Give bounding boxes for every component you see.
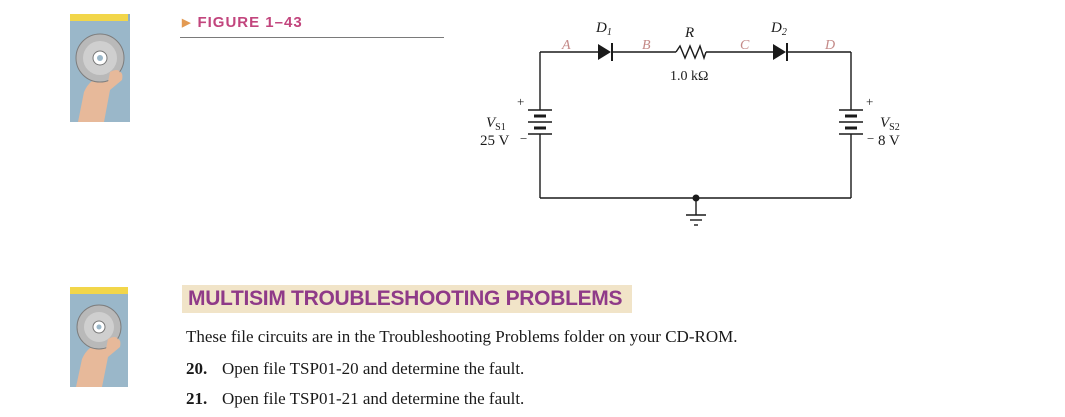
diode-d2 <box>773 43 788 61</box>
problem-item: 20. Open file TSP01-20 and determine the … <box>186 359 524 379</box>
problem-text: Open file TSP01-21 and determine the fau… <box>222 389 525 408</box>
cd-rom-hand-icon <box>70 14 130 122</box>
battery-vs1 <box>528 109 552 135</box>
node-label-a: A <box>561 38 571 53</box>
problem-text: Open file TSP01-20 and determine the fau… <box>222 359 525 378</box>
battery-vs2 <box>839 109 863 135</box>
vs2-value: 8 V <box>878 133 900 149</box>
problem-number: 20. <box>186 359 208 378</box>
d1-label: D1 <box>595 20 612 38</box>
section-intro: These file circuits are in the Troublesh… <box>186 327 738 346</box>
vs1-label: VS1 <box>486 115 506 133</box>
vs1-minus: − <box>520 131 527 146</box>
cd-rom-hand-icon <box>70 287 128 387</box>
circuit-diagram: A B C D D1 D2 R 1.0 kΩ + VS1 25 V − + VS… <box>480 20 900 226</box>
vs1-plus: + <box>517 94 524 109</box>
vs2-minus: − <box>867 131 874 146</box>
problem-number: 21. <box>186 389 208 408</box>
node-label-b: B <box>642 38 651 53</box>
vs1-value: 25 V <box>480 133 509 149</box>
diode-d1 <box>598 43 613 61</box>
resistor-label: R <box>684 25 694 41</box>
ground-icon <box>686 194 706 226</box>
vs2-plus: + <box>866 94 873 109</box>
figure-divider <box>180 37 444 38</box>
resistor-r <box>675 44 707 61</box>
triangle-arrow-icon: ▶ <box>182 17 192 29</box>
resistor-value: 1.0 kΩ <box>670 69 708 84</box>
node-label-d: D <box>824 38 835 53</box>
figure-label-text: FIGURE 1–43 <box>197 14 303 31</box>
figure-label: ▶ FIGURE 1–43 <box>182 14 303 31</box>
vs2-label: VS2 <box>880 115 900 133</box>
d2-label: D2 <box>770 20 787 38</box>
node-label-c: C <box>740 38 750 53</box>
section-title: MULTISIM TROUBLESHOOTING PROBLEMS <box>182 285 633 313</box>
problem-item: 21. Open file TSP01-21 and determine the … <box>186 389 524 409</box>
